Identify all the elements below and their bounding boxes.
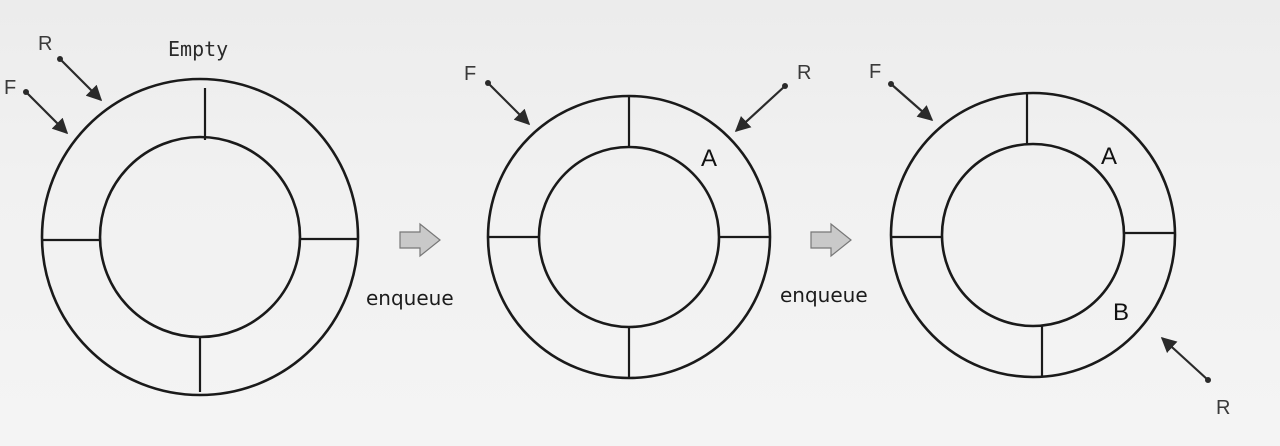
empty-status-label: Empty — [168, 37, 228, 61]
front-pointer-arrow — [25, 91, 69, 135]
rear-pointer: R — [734, 62, 811, 133]
step-arrow-2: enqueue — [780, 222, 868, 307]
step-arrow-1: enqueue — [366, 222, 454, 310]
slot-value-b: B — [1113, 299, 1129, 326]
operation-label-1: enqueue — [366, 286, 454, 310]
right-arrow-icon — [399, 222, 441, 258]
rear-label: R — [38, 33, 52, 55]
front-label: F — [869, 61, 881, 83]
front-pointer: F — [869, 61, 934, 122]
queue-empty: Empty R F — [4, 33, 360, 397]
operation-label-2: enqueue — [780, 283, 868, 307]
rear-label: R — [1216, 397, 1230, 419]
slot-value-a: A — [1101, 143, 1117, 170]
rear-pointer-arrow — [734, 85, 786, 133]
front-pointer-arrow — [890, 83, 934, 122]
rear-pointer-arrow — [1160, 336, 1209, 381]
slot-value: A — [701, 145, 717, 172]
queue-two-items: A B F R — [869, 61, 1230, 419]
inner-ring — [98, 135, 302, 339]
front-label: F — [464, 63, 476, 85]
rear-pointer: R — [1160, 336, 1230, 419]
front-label: F — [4, 77, 16, 99]
front-pointer: F — [4, 77, 69, 135]
outer-ring — [40, 77, 360, 397]
front-pointer: F — [464, 63, 531, 126]
inner-ring — [940, 142, 1126, 328]
front-pointer-arrow — [487, 82, 531, 126]
queue-one-item: A F R — [464, 62, 811, 380]
rear-label: R — [797, 62, 811, 84]
outer-ring — [889, 91, 1177, 379]
rear-pointer-arrow — [59, 58, 103, 102]
rear-pointer: R — [38, 33, 103, 102]
right-arrow-icon — [810, 222, 852, 258]
inner-ring — [537, 145, 721, 329]
